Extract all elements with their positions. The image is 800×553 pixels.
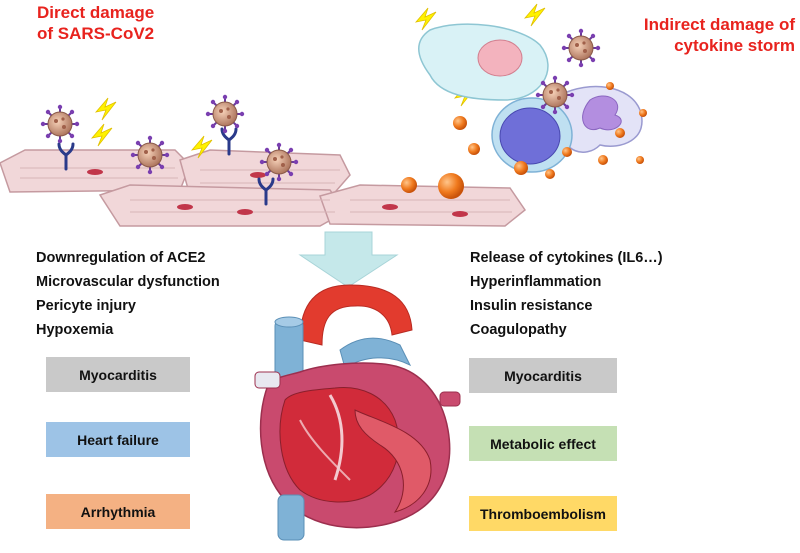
outcome-box-right-myocarditis: Myocarditis	[469, 358, 617, 393]
list-item: Hypoxemia	[36, 322, 114, 338]
list-item: Pericyte injury	[36, 298, 136, 314]
down-arrow	[298, 231, 399, 288]
list-item: Microvascular dysfunction	[36, 274, 220, 290]
outcome-box-metabolic-effect: Metabolic effect	[469, 426, 617, 461]
outcome-box-left-myocarditis: Myocarditis	[46, 357, 190, 392]
list-item: Insulin resistance	[470, 298, 593, 314]
immune-cells	[418, 23, 643, 173]
indirect-mechanisms-list: Release of cytokines (IL6…) Hyperinflamm…	[470, 246, 663, 342]
outcome-box-heart-failure: Heart failure	[46, 422, 190, 457]
outcome-box-thromboembolism: Thromboembolism	[469, 496, 617, 531]
muscle-fibers	[0, 149, 527, 227]
direct-mechanisms-list: Downregulation of ACE2 Microvascular dys…	[36, 246, 220, 342]
cytokine-particles	[401, 82, 647, 199]
heart-illustration	[254, 284, 461, 541]
outcome-box-arrhythmia: Arrhythmia	[46, 494, 190, 529]
list-item: Downregulation of ACE2	[36, 250, 206, 266]
list-item: Hyperinflammation	[470, 274, 602, 290]
list-item: Coagulopathy	[470, 322, 567, 338]
list-item: Release of cytokines (IL6…)	[470, 250, 663, 266]
